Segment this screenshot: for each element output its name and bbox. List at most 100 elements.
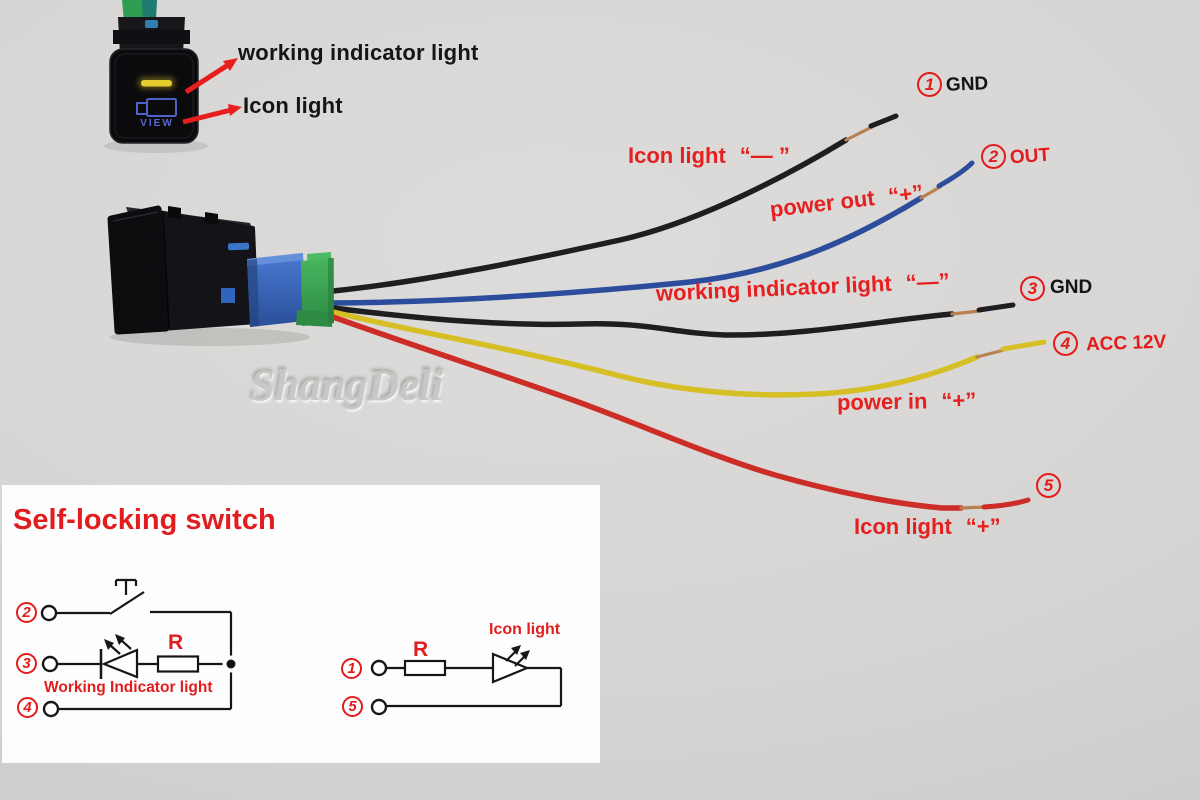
switch-bezel — [107, 205, 170, 335]
diagram-panel — [2, 485, 600, 763]
wire-blue-out-tip — [936, 160, 975, 189]
wire-yellow-acc-copper — [975, 348, 1006, 359]
pin-4-polarity: “+” — [941, 387, 977, 414]
led-arrow-2 — [120, 639, 132, 650]
pin-4-label: ACC 12V — [1085, 331, 1167, 356]
indicator-bar — [141, 80, 172, 87]
switch-blue-slit — [227, 242, 250, 251]
switch-lever — [109, 591, 145, 615]
terminal-4 — [42, 700, 60, 718]
inset-housing-slit — [145, 20, 158, 28]
bezel-highlight — [112, 211, 159, 222]
green-connector-foot — [296, 310, 333, 327]
wire-blue-out-copper — [919, 185, 942, 200]
switch-button-text: VIEW — [140, 118, 174, 129]
pin-2-polarity: “+” — [886, 179, 925, 209]
diagram-terminal-4: 4 — [17, 697, 38, 718]
wire-yellow-acc-tip — [1000, 339, 1047, 352]
resistor-left-label: R — [168, 631, 184, 654]
led-arrow-3-head — [511, 645, 521, 655]
pin-1-function-label: Icon light “— ” — [628, 143, 790, 169]
arrow-icon-light-head — [228, 104, 242, 116]
wire-red-icon — [330, 314, 964, 511]
callout-working-indicator-light: working indicator light — [238, 40, 479, 65]
wire-red-icon-tip — [981, 497, 1031, 510]
switch-assembly — [107, 205, 334, 335]
switch-blue-window — [221, 288, 235, 303]
led-arrow-1 — [109, 644, 121, 655]
pin-4-function-label: power in “+” — [837, 388, 977, 416]
bezel-ridge — [162, 210, 170, 329]
arrow-icon-light — [182, 107, 232, 125]
wire-black-gnd1 — [330, 137, 849, 294]
green-connector-edge — [328, 258, 334, 323]
callout-arrows — [182, 58, 242, 125]
inset-housing-flange — [113, 30, 190, 44]
pin-2-label: OUT — [1009, 144, 1051, 169]
pin-1-function: Icon light — [628, 143, 726, 168]
switch-face — [109, 48, 199, 144]
led-triangle-right — [491, 652, 530, 684]
terminal-5 — [370, 698, 388, 716]
pin-1-polarity: “— ” — [739, 143, 790, 168]
switch-face-inner — [114, 53, 194, 139]
right-circuit-caption: Icon light — [489, 621, 561, 638]
pin-5-polarity: “+” — [965, 514, 1001, 539]
pin-1-label: GND — [945, 73, 989, 96]
circuit-right — [370, 645, 563, 716]
pin-1-number: 1 — [917, 72, 942, 97]
switch-body — [156, 210, 259, 331]
callout-icon-light: Icon light — [243, 93, 343, 118]
pin-2-number: 2 — [981, 144, 1006, 169]
wire-harness — [330, 113, 1047, 511]
blue-connector-shade — [247, 259, 259, 327]
blue-connector — [247, 253, 305, 327]
camera-view-icon — [136, 98, 177, 117]
pin-4-function: power in — [836, 388, 928, 415]
switch-body-step1 — [168, 206, 181, 219]
wire-black-gnd2-tip — [976, 302, 1016, 313]
terminal-2 — [40, 604, 58, 622]
pin-4-number: 4 — [1053, 331, 1078, 356]
diagram-terminal-3: 3 — [16, 653, 37, 674]
terminal-1 — [370, 659, 388, 677]
diagram-title: Self-locking switch — [13, 504, 276, 536]
diagram-terminal-2: 2 — [16, 602, 37, 623]
resistor-left — [156, 655, 200, 673]
arrow-working-indicator-head — [223, 58, 238, 71]
led-arrow-3 — [505, 651, 516, 662]
circuit-left — [40, 578, 240, 718]
watermark: ShangDeli — [250, 361, 444, 410]
diagram-terminal-1: 1 — [341, 658, 362, 679]
left-circuit-caption: Working Indicator light — [44, 679, 213, 696]
led-arrow-1-head — [104, 639, 114, 650]
wire-blue-out — [330, 195, 924, 306]
wire-black-gnd1-copper — [844, 125, 874, 142]
pin-5-function-label: Icon light“+” — [854, 514, 1001, 540]
pin-3-polarity: “—” — [905, 268, 951, 296]
arrow-working-indicator — [184, 62, 230, 95]
wire-yellow-acc — [330, 309, 980, 398]
switch-body-step2 — [205, 212, 218, 225]
pin-5-number: 5 — [1036, 473, 1061, 498]
blue-connector-top-edge — [247, 253, 303, 266]
led-arrow-2-head — [115, 634, 125, 645]
connector-shadow — [110, 328, 310, 346]
green-connector — [301, 258, 334, 326]
resistor-right-label: R — [413, 638, 429, 661]
resistor-right — [403, 659, 447, 677]
switch-photo-inset — [109, 0, 199, 144]
switch-actuator — [114, 578, 138, 595]
led-arrow-4-head — [520, 650, 530, 660]
diagram-terminal-5: 5 — [342, 696, 363, 717]
inset-teal-connector — [142, 0, 157, 21]
led-arrow-4 — [514, 656, 525, 667]
pin-3-number: 3 — [1020, 276, 1045, 301]
junction-dot — [226, 659, 236, 669]
wire-black-gnd2 — [330, 305, 955, 338]
wire-black-gnd1-tip — [868, 113, 899, 129]
pin-3-label: GND — [1050, 277, 1093, 298]
wire-black-gnd2-copper — [950, 309, 982, 316]
